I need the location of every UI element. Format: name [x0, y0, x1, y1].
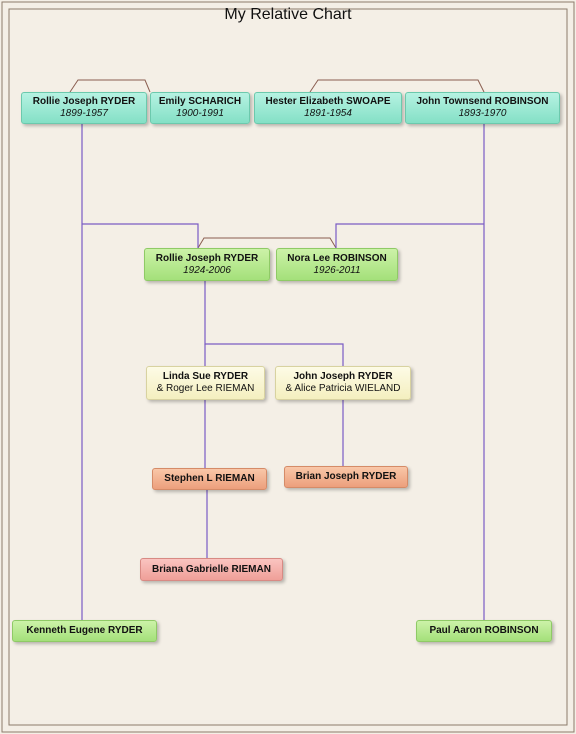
- person-spouse: & Roger Lee RIEMAN: [156, 383, 255, 394]
- person-dates: 1893-1970: [458, 108, 507, 119]
- person-name: Briana Gabrielle RIEMAN: [152, 563, 271, 575]
- person-hester-swoape[interactable]: Hester Elizabeth SWOAPE 1891-1954: [254, 92, 402, 124]
- person-kenneth-ryder[interactable]: Kenneth Eugene RYDER: [12, 620, 157, 642]
- person-name: John Townsend ROBINSON: [416, 96, 549, 107]
- person-paul-robinson[interactable]: Paul Aaron ROBINSON: [416, 620, 552, 642]
- line-robinson-to-nora: [335, 223, 484, 248]
- person-name: Emily SCHARICH: [158, 96, 242, 107]
- person-linda-ryder[interactable]: Linda Sue RYDER & Roger Lee RIEMAN: [146, 366, 265, 400]
- person-dates: 1891-1954: [304, 108, 352, 119]
- person-name: John Joseph RYDER: [293, 371, 393, 382]
- person-name: Rollie Joseph RYDER: [155, 252, 259, 264]
- person-rollie-ryder-1924[interactable]: Rollie Joseph RYDER 1924-2006: [144, 248, 270, 281]
- person-dates: 1924-2006: [183, 264, 231, 276]
- person-name: Stephen L RIEMAN: [164, 473, 255, 484]
- person-name: Paul Aaron ROBINSON: [429, 625, 539, 636]
- person-name: Brian Joseph RYDER: [295, 471, 397, 482]
- person-dates: 1899-1957: [60, 108, 108, 119]
- descent-lines: [81, 124, 485, 620]
- person-stephen-rieman[interactable]: Stephen L RIEMAN: [152, 468, 267, 490]
- person-name: Kenneth Eugene RYDER: [26, 625, 143, 636]
- person-name: Nora Lee ROBINSON: [287, 252, 387, 264]
- frame-inner: [8, 8, 568, 726]
- person-nora-robinson[interactable]: Nora Lee ROBINSON 1926-2011: [276, 248, 398, 281]
- couple-link-ryder-robinson: [197, 237, 337, 249]
- couple-link-swoape-robinson: [309, 79, 485, 93]
- person-name: Linda Sue RYDER: [162, 371, 249, 382]
- person-name: Rollie Joseph RYDER: [32, 96, 136, 107]
- person-name: Hester Elizabeth SWOAPE: [265, 96, 391, 107]
- person-john-ryder[interactable]: John Joseph RYDER & Alice Patricia WIELA…: [275, 366, 411, 400]
- person-briana-rieman[interactable]: Briana Gabrielle RIEMAN: [140, 558, 283, 581]
- person-dates: 1926-2011: [313, 264, 361, 276]
- line-ryder-to-rollie-jr: [82, 223, 199, 248]
- person-rollie-ryder-1899[interactable]: Rollie Joseph RYDER 1899-1957: [21, 92, 147, 124]
- chart-title: My Relative Chart: [224, 6, 352, 23]
- person-john-robinson[interactable]: John Townsend ROBINSON 1893-1970: [405, 92, 560, 124]
- person-spouse: & Alice Patricia WIELAND: [285, 383, 401, 394]
- couple-link-ryder-scharich: [69, 79, 151, 93]
- person-dates: 1900-1991: [176, 108, 224, 119]
- couple-links: [69, 79, 485, 249]
- person-brian-ryder[interactable]: Brian Joseph RYDER: [284, 466, 408, 488]
- line-to-children: [204, 281, 344, 366]
- person-emily-scharich[interactable]: Emily SCHARICH 1900-1991: [150, 92, 250, 124]
